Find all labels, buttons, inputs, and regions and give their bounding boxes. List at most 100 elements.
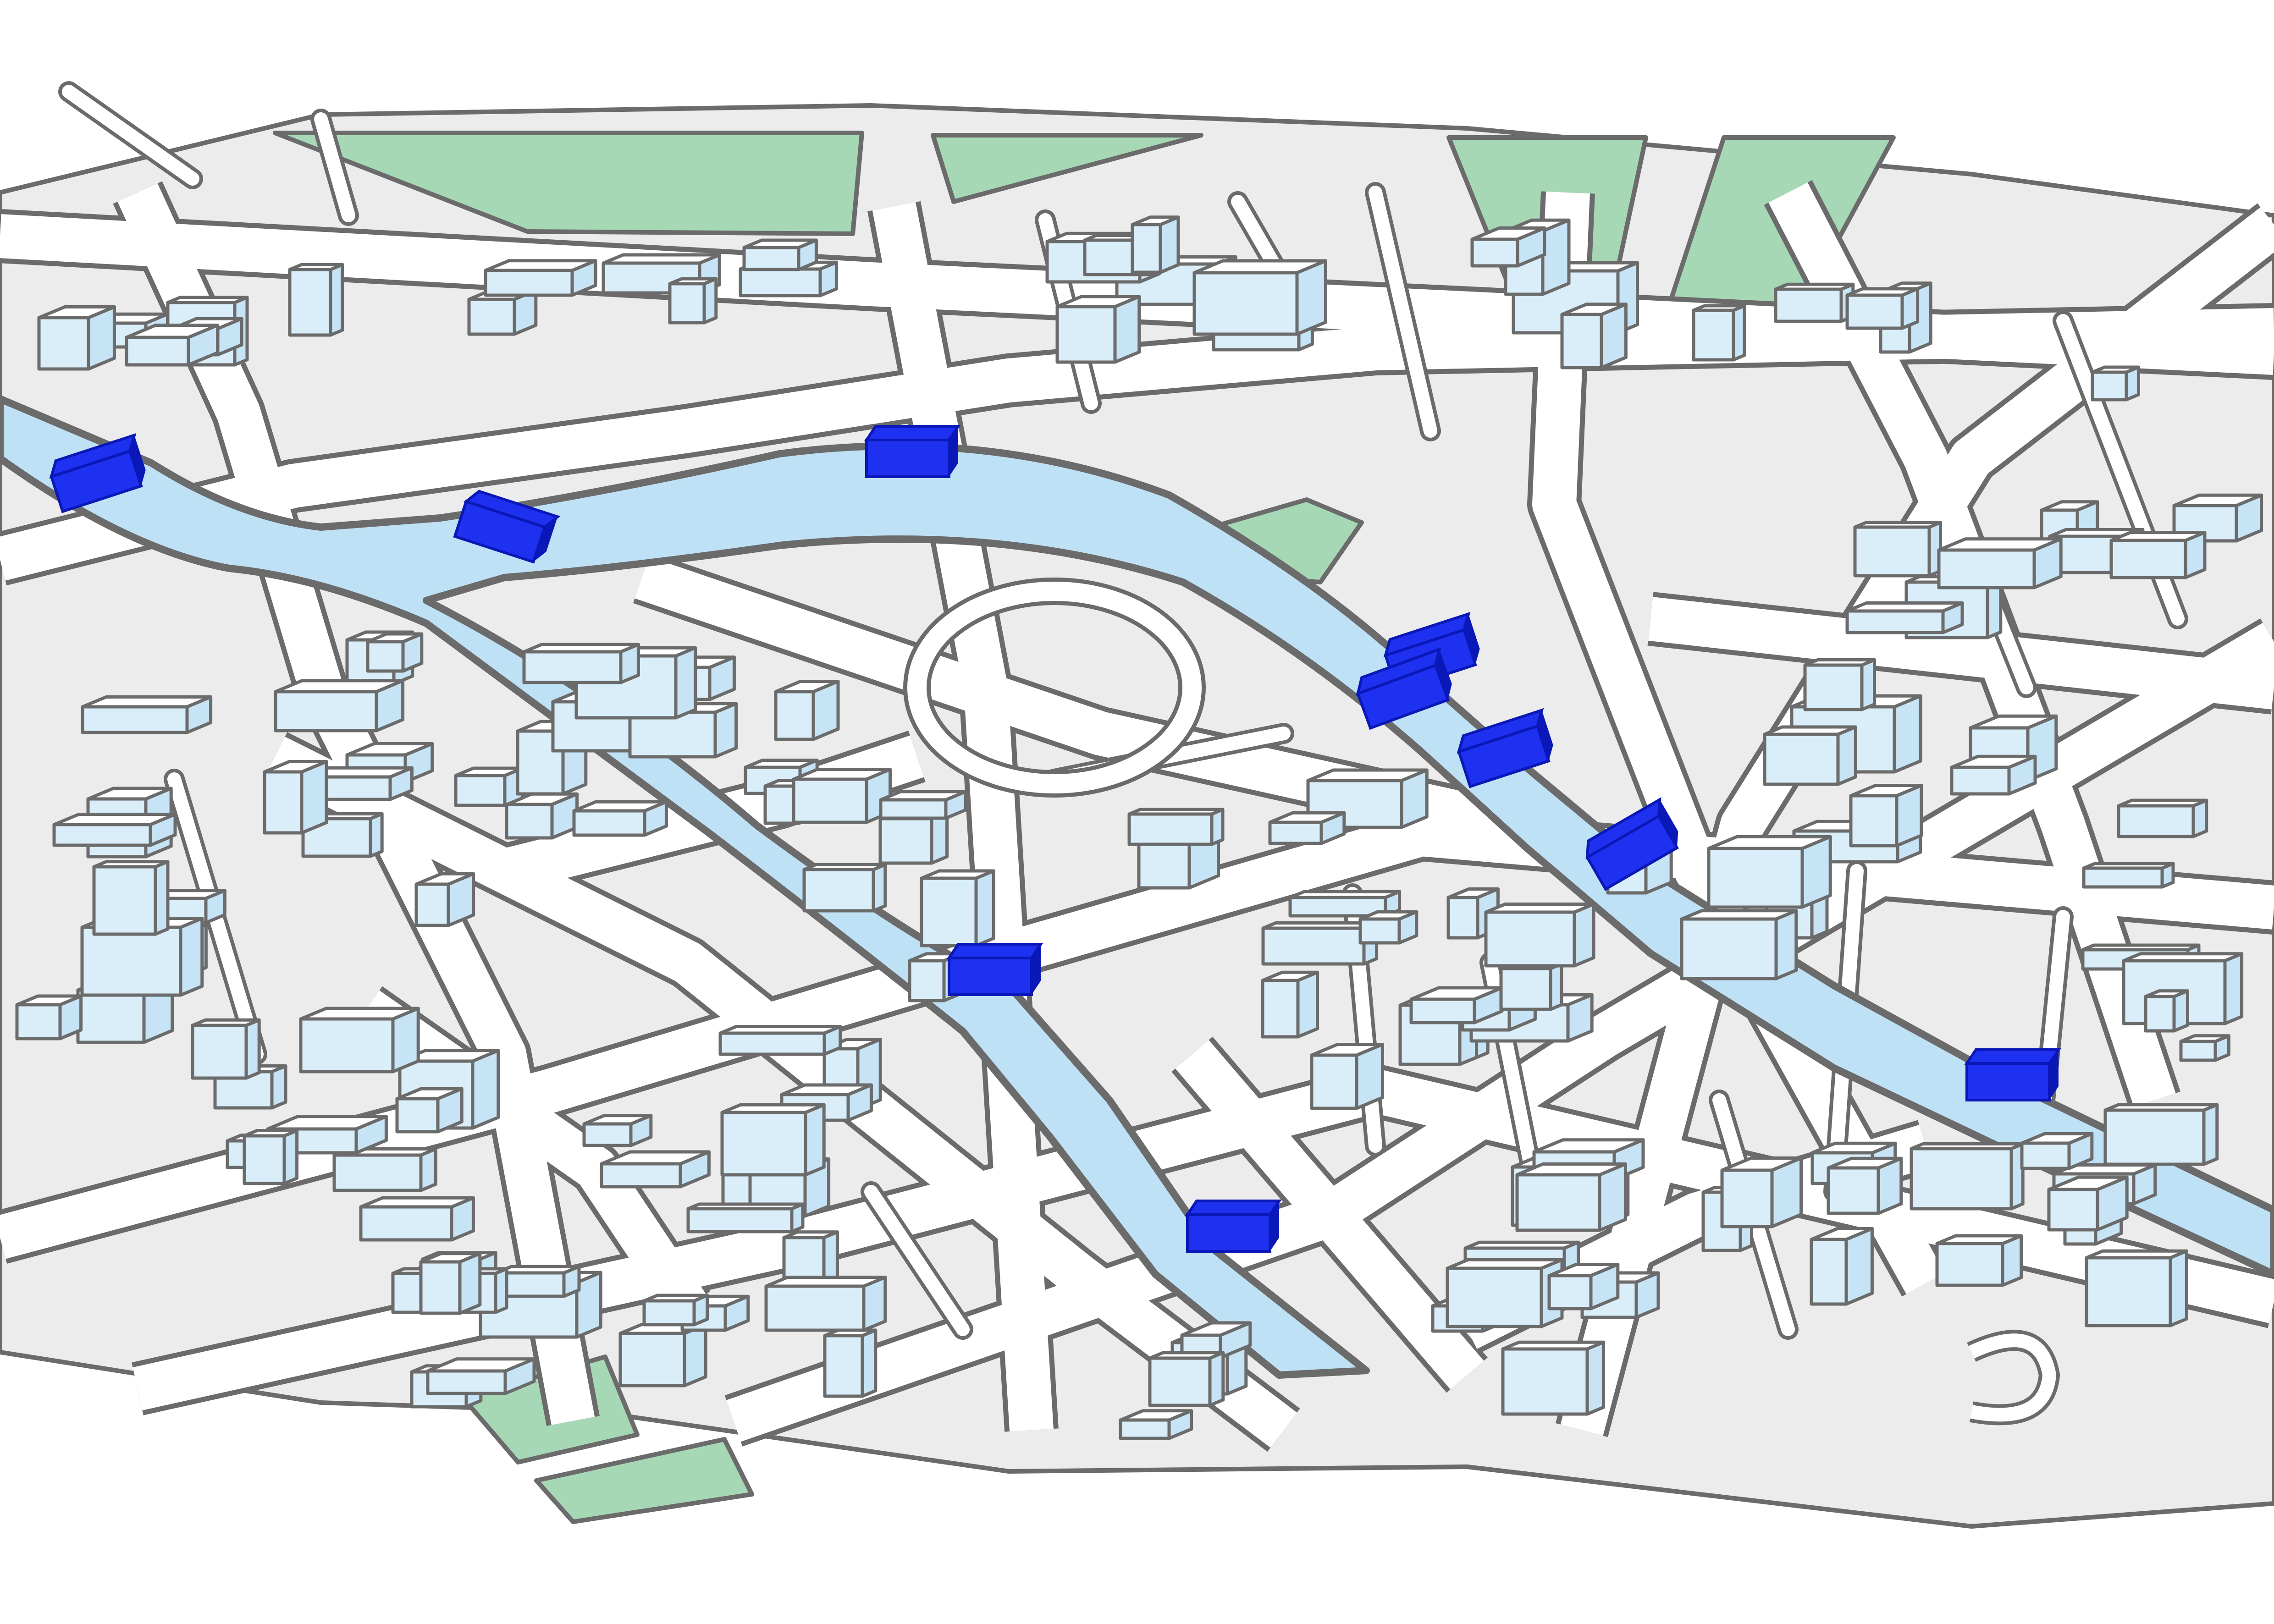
building-161 <box>1937 537 2063 589</box>
building-107 <box>213 1064 287 1110</box>
building-12 <box>668 277 718 325</box>
building-50 <box>454 766 524 807</box>
building-98 <box>2144 989 2189 1033</box>
building-105 <box>299 1007 420 1073</box>
building-31 <box>2091 365 2140 402</box>
building-68 <box>1288 890 1402 918</box>
building-23 <box>1470 226 1546 268</box>
building-113 <box>582 1114 653 1147</box>
building-142 <box>1910 1142 2025 1211</box>
building-138 <box>1547 1263 1620 1310</box>
building-103 <box>332 1147 437 1192</box>
building-47 <box>414 872 475 927</box>
building-87 <box>1950 754 2037 796</box>
building-88 <box>1763 725 1857 786</box>
building-16 <box>1192 259 1327 336</box>
building-124 <box>764 1276 887 1332</box>
building-75 <box>1358 910 1418 945</box>
bridge-8 <box>1185 1200 1282 1253</box>
building-120 <box>823 1328 878 1398</box>
building-81 <box>1261 970 1319 1039</box>
building-57 <box>572 800 668 837</box>
building-137 <box>1446 1258 1564 1328</box>
building-100 <box>395 1087 464 1134</box>
building-18 <box>1055 295 1141 364</box>
building-26 <box>1845 287 1920 330</box>
building-41 <box>15 994 83 1040</box>
building-136 <box>1515 1162 1627 1232</box>
building-109 <box>191 1018 261 1080</box>
building-148 <box>2020 1132 2094 1170</box>
building-104 <box>359 1196 475 1242</box>
building-70 <box>1268 811 1346 845</box>
park-north-center <box>931 133 1203 204</box>
building-39 <box>52 813 177 847</box>
building-43 <box>505 792 579 840</box>
building-29 <box>2172 493 2263 543</box>
bridge-7 <box>946 943 1043 996</box>
building-11 <box>484 259 597 297</box>
building-63 <box>802 863 887 913</box>
building-19 <box>1131 215 1180 274</box>
building-132 <box>1501 1340 1605 1416</box>
building-9 <box>742 238 818 271</box>
building-139 <box>1810 1227 1874 1306</box>
building-62 <box>920 869 995 947</box>
building-5 <box>288 263 344 337</box>
building-66 <box>879 790 967 820</box>
building-40 <box>81 695 213 734</box>
building-110 <box>243 1129 299 1185</box>
building-25 <box>1774 282 1855 323</box>
building-150 <box>2085 1249 2188 1327</box>
building-116 <box>720 1103 826 1177</box>
building-3 <box>37 305 116 371</box>
bridge-2 <box>453 490 561 564</box>
building-144 <box>1720 1156 1803 1228</box>
building-10 <box>602 253 721 295</box>
building-8 <box>467 289 538 336</box>
building-53 <box>774 680 840 741</box>
building-89 <box>1803 658 1877 711</box>
building-160 <box>1845 601 1964 634</box>
building-95 <box>2117 798 2208 838</box>
building-37 <box>92 860 170 936</box>
building-119 <box>600 1150 711 1189</box>
building-151 <box>2103 1103 2219 1166</box>
building-61 <box>522 643 640 684</box>
bridge-1 <box>49 433 146 513</box>
building-82 <box>1499 962 1563 1011</box>
building-27 <box>1692 304 1746 362</box>
bridge-5 <box>1457 708 1553 788</box>
bridge-10 <box>1356 647 1452 730</box>
building-126 <box>1119 1409 1193 1440</box>
building-32 <box>2109 531 2207 579</box>
buildings <box>15 215 2263 1440</box>
park-south-b <box>534 1437 754 1524</box>
building-129 <box>1148 1351 1225 1407</box>
building-64 <box>878 810 949 865</box>
building-91 <box>1849 784 1923 848</box>
building-84 <box>1484 903 1595 968</box>
building-121 <box>618 1323 707 1387</box>
building-92 <box>2179 1034 2230 1062</box>
building-79 <box>1409 986 1504 1024</box>
building-158 <box>1853 521 1943 578</box>
building-149 <box>2047 1175 2129 1232</box>
park-north-west <box>273 131 864 236</box>
building-65 <box>792 768 892 824</box>
building-141 <box>1935 1234 2023 1287</box>
building-93 <box>2082 862 2175 889</box>
building-72 <box>1127 808 1225 846</box>
building-165 <box>1707 835 1832 909</box>
building-157 <box>426 1357 536 1395</box>
building-145 <box>1827 1156 1903 1215</box>
building-153 <box>494 1265 581 1298</box>
building-125 <box>642 1294 709 1327</box>
bridge-6 <box>1585 797 1679 891</box>
building-52 <box>274 679 405 732</box>
building-49 <box>263 760 328 835</box>
building-6 <box>125 324 220 367</box>
bridges <box>49 425 2061 1253</box>
building-80 <box>1310 1043 1384 1110</box>
building-156 <box>419 1252 482 1315</box>
